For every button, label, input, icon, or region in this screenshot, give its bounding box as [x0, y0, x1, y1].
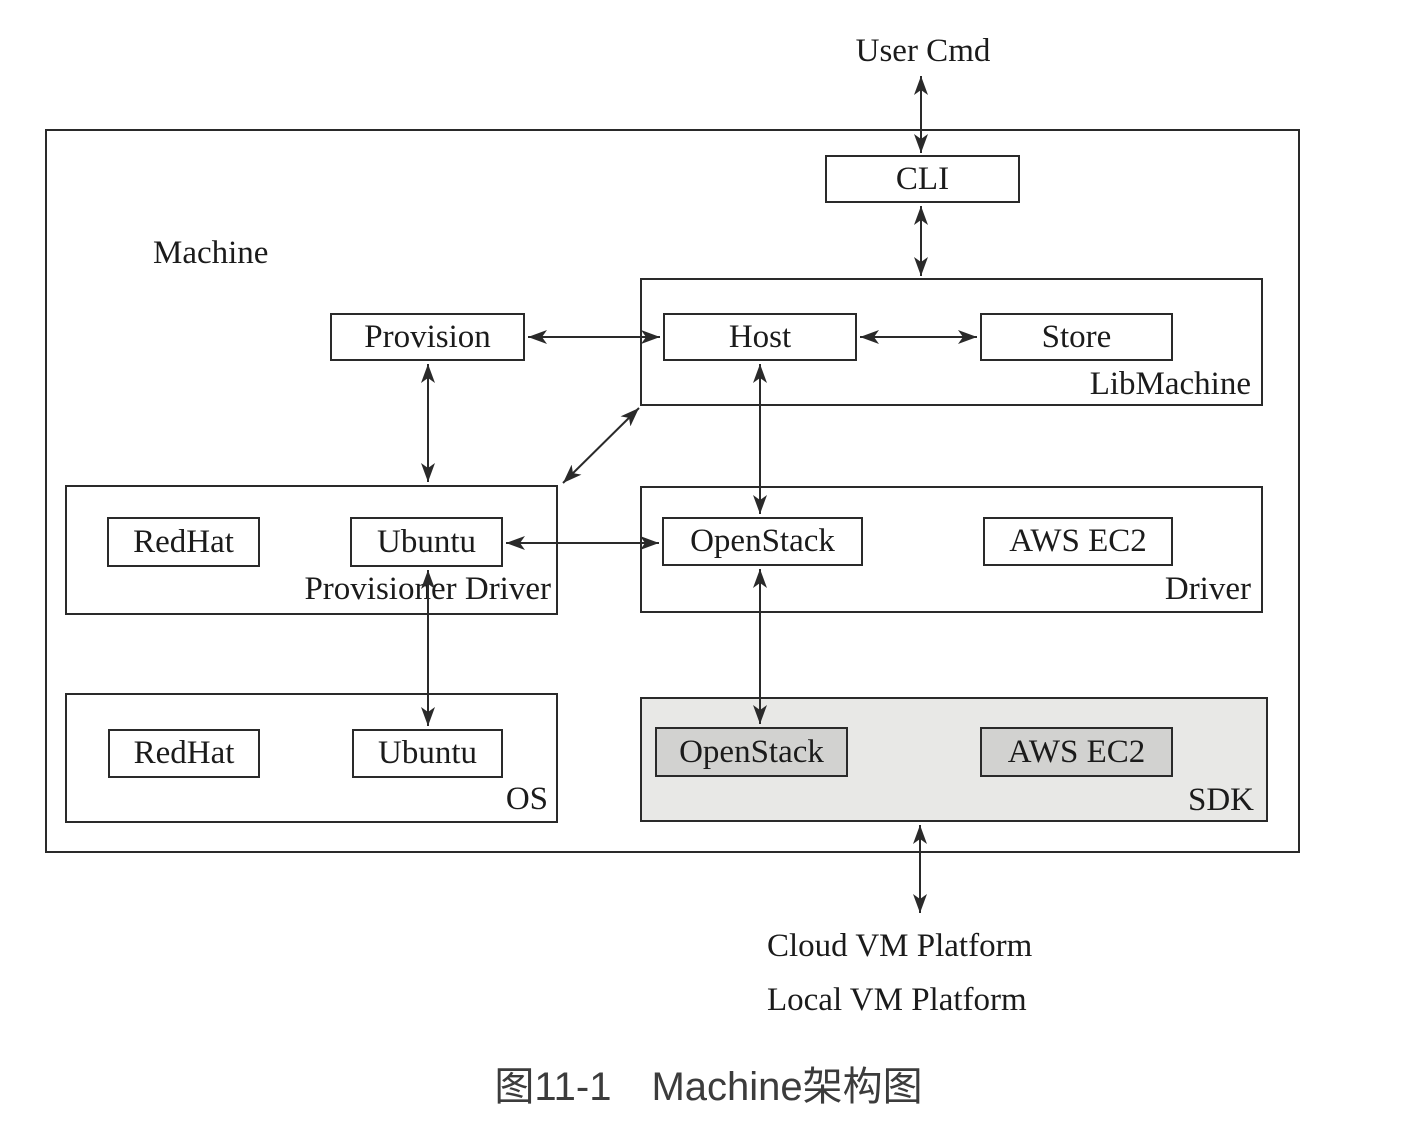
cli-node: CLI	[825, 155, 1020, 203]
store-node: Store	[980, 313, 1173, 361]
provision-node: Provision	[330, 313, 525, 361]
sdk-label: SDK	[1187, 781, 1254, 818]
machine-box: Machine	[45, 129, 1300, 853]
driver-box: Driver	[640, 486, 1263, 613]
provisioner-driver-label: Provisioner Driver	[304, 570, 551, 607]
user-cmd-label: User Cmd	[855, 33, 991, 69]
os-ubuntu-node: Ubuntu	[352, 729, 503, 778]
driver-aws-ec2-node: AWS EC2	[983, 517, 1173, 566]
provisioner-ubuntu-node: Ubuntu	[350, 517, 503, 567]
libmachine-label: LibMachine	[1089, 365, 1251, 402]
local-vm-platform-label: Local VM Platform	[767, 982, 1027, 1018]
driver-openstack-node: OpenStack	[662, 517, 863, 566]
provisioner-redhat-node: RedHat	[107, 517, 260, 567]
sdk-aws-ec2-node: AWS EC2	[980, 727, 1173, 777]
os-label: OS	[505, 780, 548, 817]
os-redhat-node: RedHat	[108, 729, 260, 778]
host-node: Host	[663, 313, 857, 361]
os-box: OS	[65, 693, 558, 823]
machine-label: Machine	[153, 235, 269, 271]
sdk-openstack-node: OpenStack	[655, 727, 848, 777]
figure-caption: 图11-1 Machine架构图	[494, 1065, 923, 1109]
driver-label: Driver	[1164, 570, 1251, 607]
cloud-vm-platform-label: Cloud VM Platform	[767, 928, 1033, 964]
